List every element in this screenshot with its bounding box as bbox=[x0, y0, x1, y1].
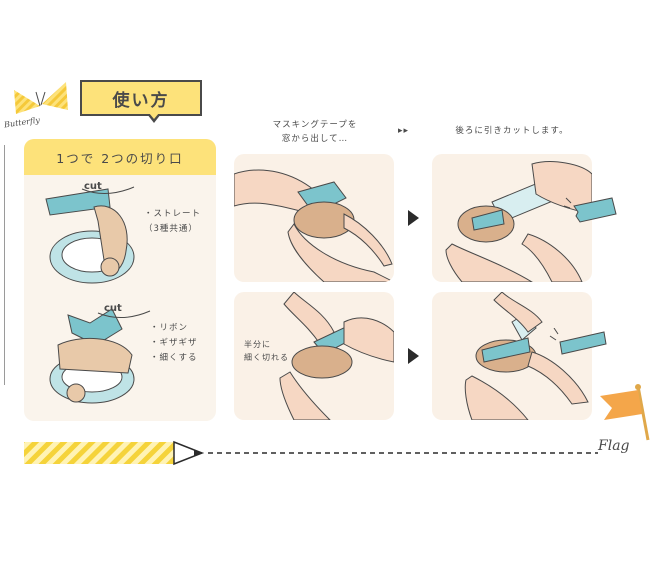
flag-icon bbox=[600, 384, 650, 441]
step3-image: 半分に 細く切れる bbox=[234, 292, 394, 420]
step2-image bbox=[432, 154, 592, 282]
arrow-right-icon bbox=[408, 348, 419, 364]
feature-item: （3種共通） bbox=[144, 224, 198, 234]
step1-caption: マスキングテープを 窓から出して… bbox=[240, 118, 390, 146]
arrow-right-icon bbox=[408, 210, 419, 226]
caption-line: 窓から出して… bbox=[281, 134, 349, 144]
cut-label-bottom: cut bbox=[104, 303, 122, 314]
feature-item: ・リボン bbox=[150, 323, 189, 333]
speech-tail-fill bbox=[149, 113, 159, 119]
torn-tape-icon bbox=[563, 197, 617, 223]
scrollbar-edge bbox=[4, 145, 5, 385]
step-connector-icon: ▸▸ bbox=[398, 126, 410, 136]
tape-roll-icon bbox=[49, 308, 135, 404]
features-panel: 1つで 2つの切り口 cut ・ストレート （3種共通） cut ・リボン ・ギ… bbox=[24, 139, 216, 421]
tape-roll-icon bbox=[45, 188, 135, 284]
feature-item: ・ギザギザ bbox=[150, 338, 198, 348]
hand-icon bbox=[279, 292, 394, 420]
half-cut-label: 半分に 細く切れる bbox=[244, 338, 289, 364]
label-line: 半分に bbox=[244, 340, 271, 349]
butterfly-logo-icon bbox=[14, 82, 68, 114]
step2-caption: 後ろに引きカットします。 bbox=[455, 126, 569, 136]
step1-image bbox=[234, 154, 394, 282]
torn-tape-icon bbox=[549, 328, 607, 355]
page-title: 使い方 bbox=[80, 80, 202, 116]
cut-label-top: cut bbox=[84, 181, 102, 192]
step4-image bbox=[432, 292, 592, 420]
hand-icon bbox=[234, 169, 394, 282]
caption-line: マスキングテープを bbox=[272, 120, 358, 130]
feature-item: ・ストレート bbox=[144, 209, 202, 219]
flag-label: Flag bbox=[598, 438, 630, 454]
hand-icon bbox=[445, 161, 592, 282]
feature-item: ・細くする bbox=[150, 353, 198, 363]
feature-list-top: ・ストレート （3種共通） bbox=[144, 207, 201, 237]
label-line: 細く切れる bbox=[244, 353, 289, 362]
cut-arc-icon bbox=[81, 186, 135, 194]
pencil-icon bbox=[24, 440, 598, 466]
feature-list-bottom: ・リボン ・ギザギザ ・細くする bbox=[150, 321, 198, 366]
features-header: 1つで 2つの切り口 bbox=[24, 139, 216, 175]
hand-icon bbox=[464, 292, 589, 420]
cut-arc-icon bbox=[97, 310, 151, 318]
